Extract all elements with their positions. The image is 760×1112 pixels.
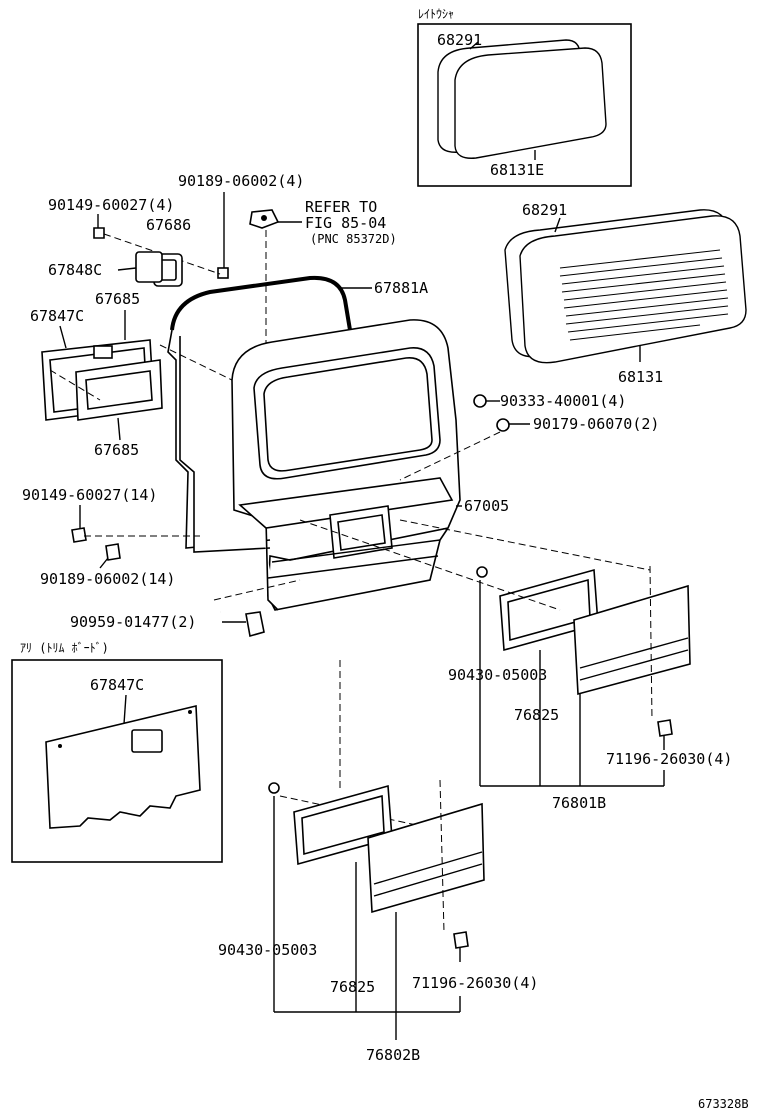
part-76801B: 76801B [552, 794, 606, 812]
fastener-group-top: 90189-06002(4) 90149-60027(4) 67686 6784… [48, 172, 304, 287]
rear-washer-inset: ﾚｲﾄｳｼｬ 68291 68131E [417, 7, 632, 187]
back-glass-68131: 68291 68131 [504, 201, 747, 386]
part-90959-01477-2: 90959-01477(2) [70, 613, 196, 631]
trim-assembly-76801B: 90430-05003 76825 71196-26030(4) 76801B [399, 519, 732, 812]
part-67881A: 67881A [374, 279, 428, 297]
part-90430-05003-bottom: 90430-05003 [218, 941, 317, 959]
rear-washer-label: ﾚｲﾄｳｼｬ [418, 7, 454, 21]
part-76825-right: 76825 [514, 706, 559, 724]
part-67005: 67005 [464, 497, 509, 515]
part-68291-right: 68291 [522, 201, 567, 219]
fastener-group-right: 90333-40001(4) 90179-06070(2) [399, 392, 659, 481]
part-90189-06002-4: 90189-06002(4) [178, 172, 304, 190]
fastener-group-left-lower: 90149-60027(14) 90189-06002(14) 90959-01… [22, 486, 301, 638]
back-door-67005: 67005 [231, 319, 509, 611]
part-90149-60027-4: 90149-60027(4) [48, 196, 174, 214]
part-71196-26030-4-bottom: 71196-26030(4) [412, 974, 538, 992]
part-71196-26030-4-right: 71196-26030(4) [606, 750, 732, 768]
with-trim-board-inset: ｱﾘ (ﾄﾘﾑ ﾎﾞｰﾄﾞ) 67847C [11, 641, 223, 863]
part-90333-40001-4: 90333-40001(4) [500, 392, 626, 410]
reference-line-1: REFER TO [305, 198, 377, 216]
part-68131E: 68131E [490, 161, 544, 179]
reference-line-3: (PNC 85372D) [310, 232, 397, 246]
diagram-code: 673328B [698, 1097, 749, 1111]
part-68131: 68131 [618, 368, 663, 386]
part-67685-top: 67685 [95, 290, 140, 308]
glass-68291-top [437, 39, 607, 159]
part-90430-05003-right: 90430-05003 [448, 666, 547, 684]
part-90179-06070-2: 90179-06070(2) [533, 415, 659, 433]
reference-callout: REFER TO FIG 85-04 (PNC 85372D) [249, 198, 397, 350]
trim-assembly-76802B: 90430-05003 76825 71196-26030(4) 76802B [218, 660, 538, 1064]
part-67685-bottom: 67685 [94, 441, 139, 459]
reference-line-2: FIG 85-04 [305, 214, 386, 232]
trim-board-left: 67685 67847C 67685 [30, 290, 163, 459]
part-67847C: 67847C [30, 307, 84, 325]
part-68291-top: 68291 [437, 31, 482, 49]
part-90189-06002-14: 90189-06002(14) [40, 570, 175, 588]
part-90149-60027-14: 90149-60027(14) [22, 486, 157, 504]
with-trim-board-label: ｱﾘ (ﾄﾘﾑ ﾎﾞｰﾄﾞ) [20, 641, 109, 655]
part-67847C-box: 67847C [90, 676, 144, 694]
part-67848C: 67848C [48, 261, 102, 279]
part-76825-bottom: 76825 [330, 978, 375, 996]
part-76802B: 76802B [366, 1046, 420, 1064]
part-67686: 67686 [146, 216, 191, 234]
